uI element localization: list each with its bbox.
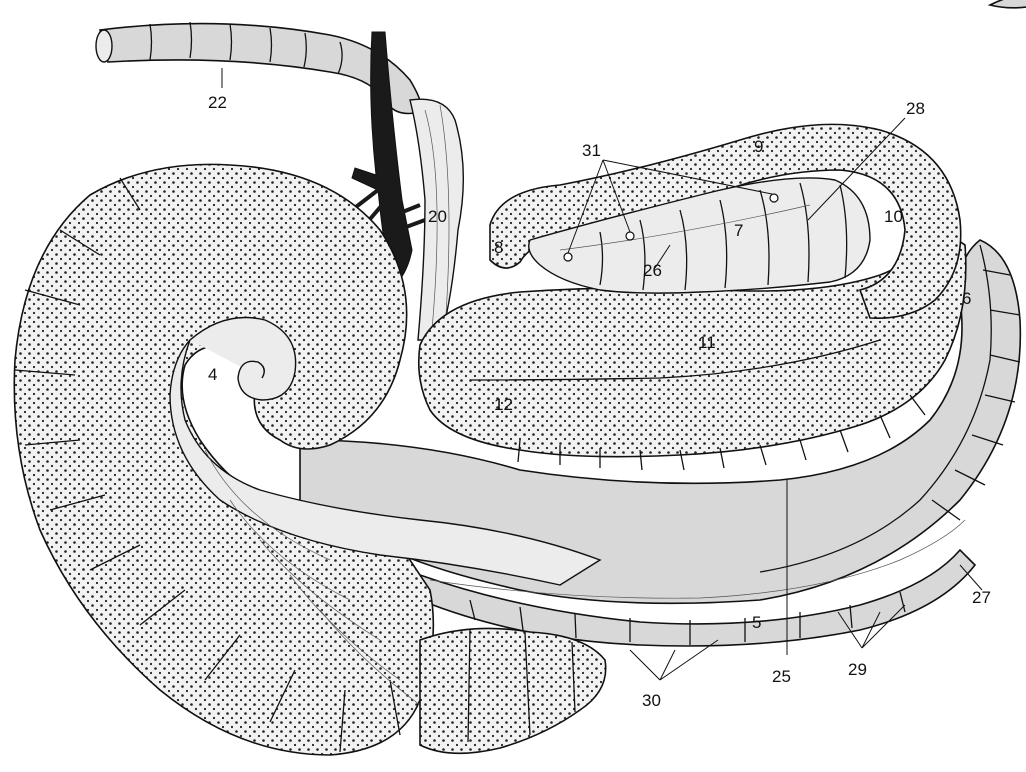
bottom-lobes: [420, 628, 606, 753]
corner-fragment: [990, 0, 1026, 8]
marker-31-c: [770, 194, 778, 202]
marker-31-b: [626, 232, 634, 240]
label-5: 5: [752, 613, 761, 632]
label-27: 27: [972, 588, 991, 607]
label-28: 28: [906, 99, 925, 118]
label-22: 22: [208, 93, 227, 112]
label-25: 25: [772, 667, 791, 686]
label-29: 29: [848, 660, 867, 679]
label-31: 31: [582, 141, 601, 160]
label-4: 4: [208, 365, 217, 384]
label-7: 7: [734, 221, 743, 240]
label-6: 6: [962, 289, 971, 308]
label-11: 11: [698, 333, 716, 352]
label-8: 8: [494, 238, 503, 257]
marker-31-a: [564, 253, 572, 261]
label-9: 9: [754, 137, 763, 156]
label-10: 10: [884, 207, 903, 226]
label-26: 26: [643, 261, 662, 280]
label-20: 20: [428, 207, 447, 226]
label-30: 30: [642, 691, 661, 710]
label-12: 12: [494, 395, 513, 414]
